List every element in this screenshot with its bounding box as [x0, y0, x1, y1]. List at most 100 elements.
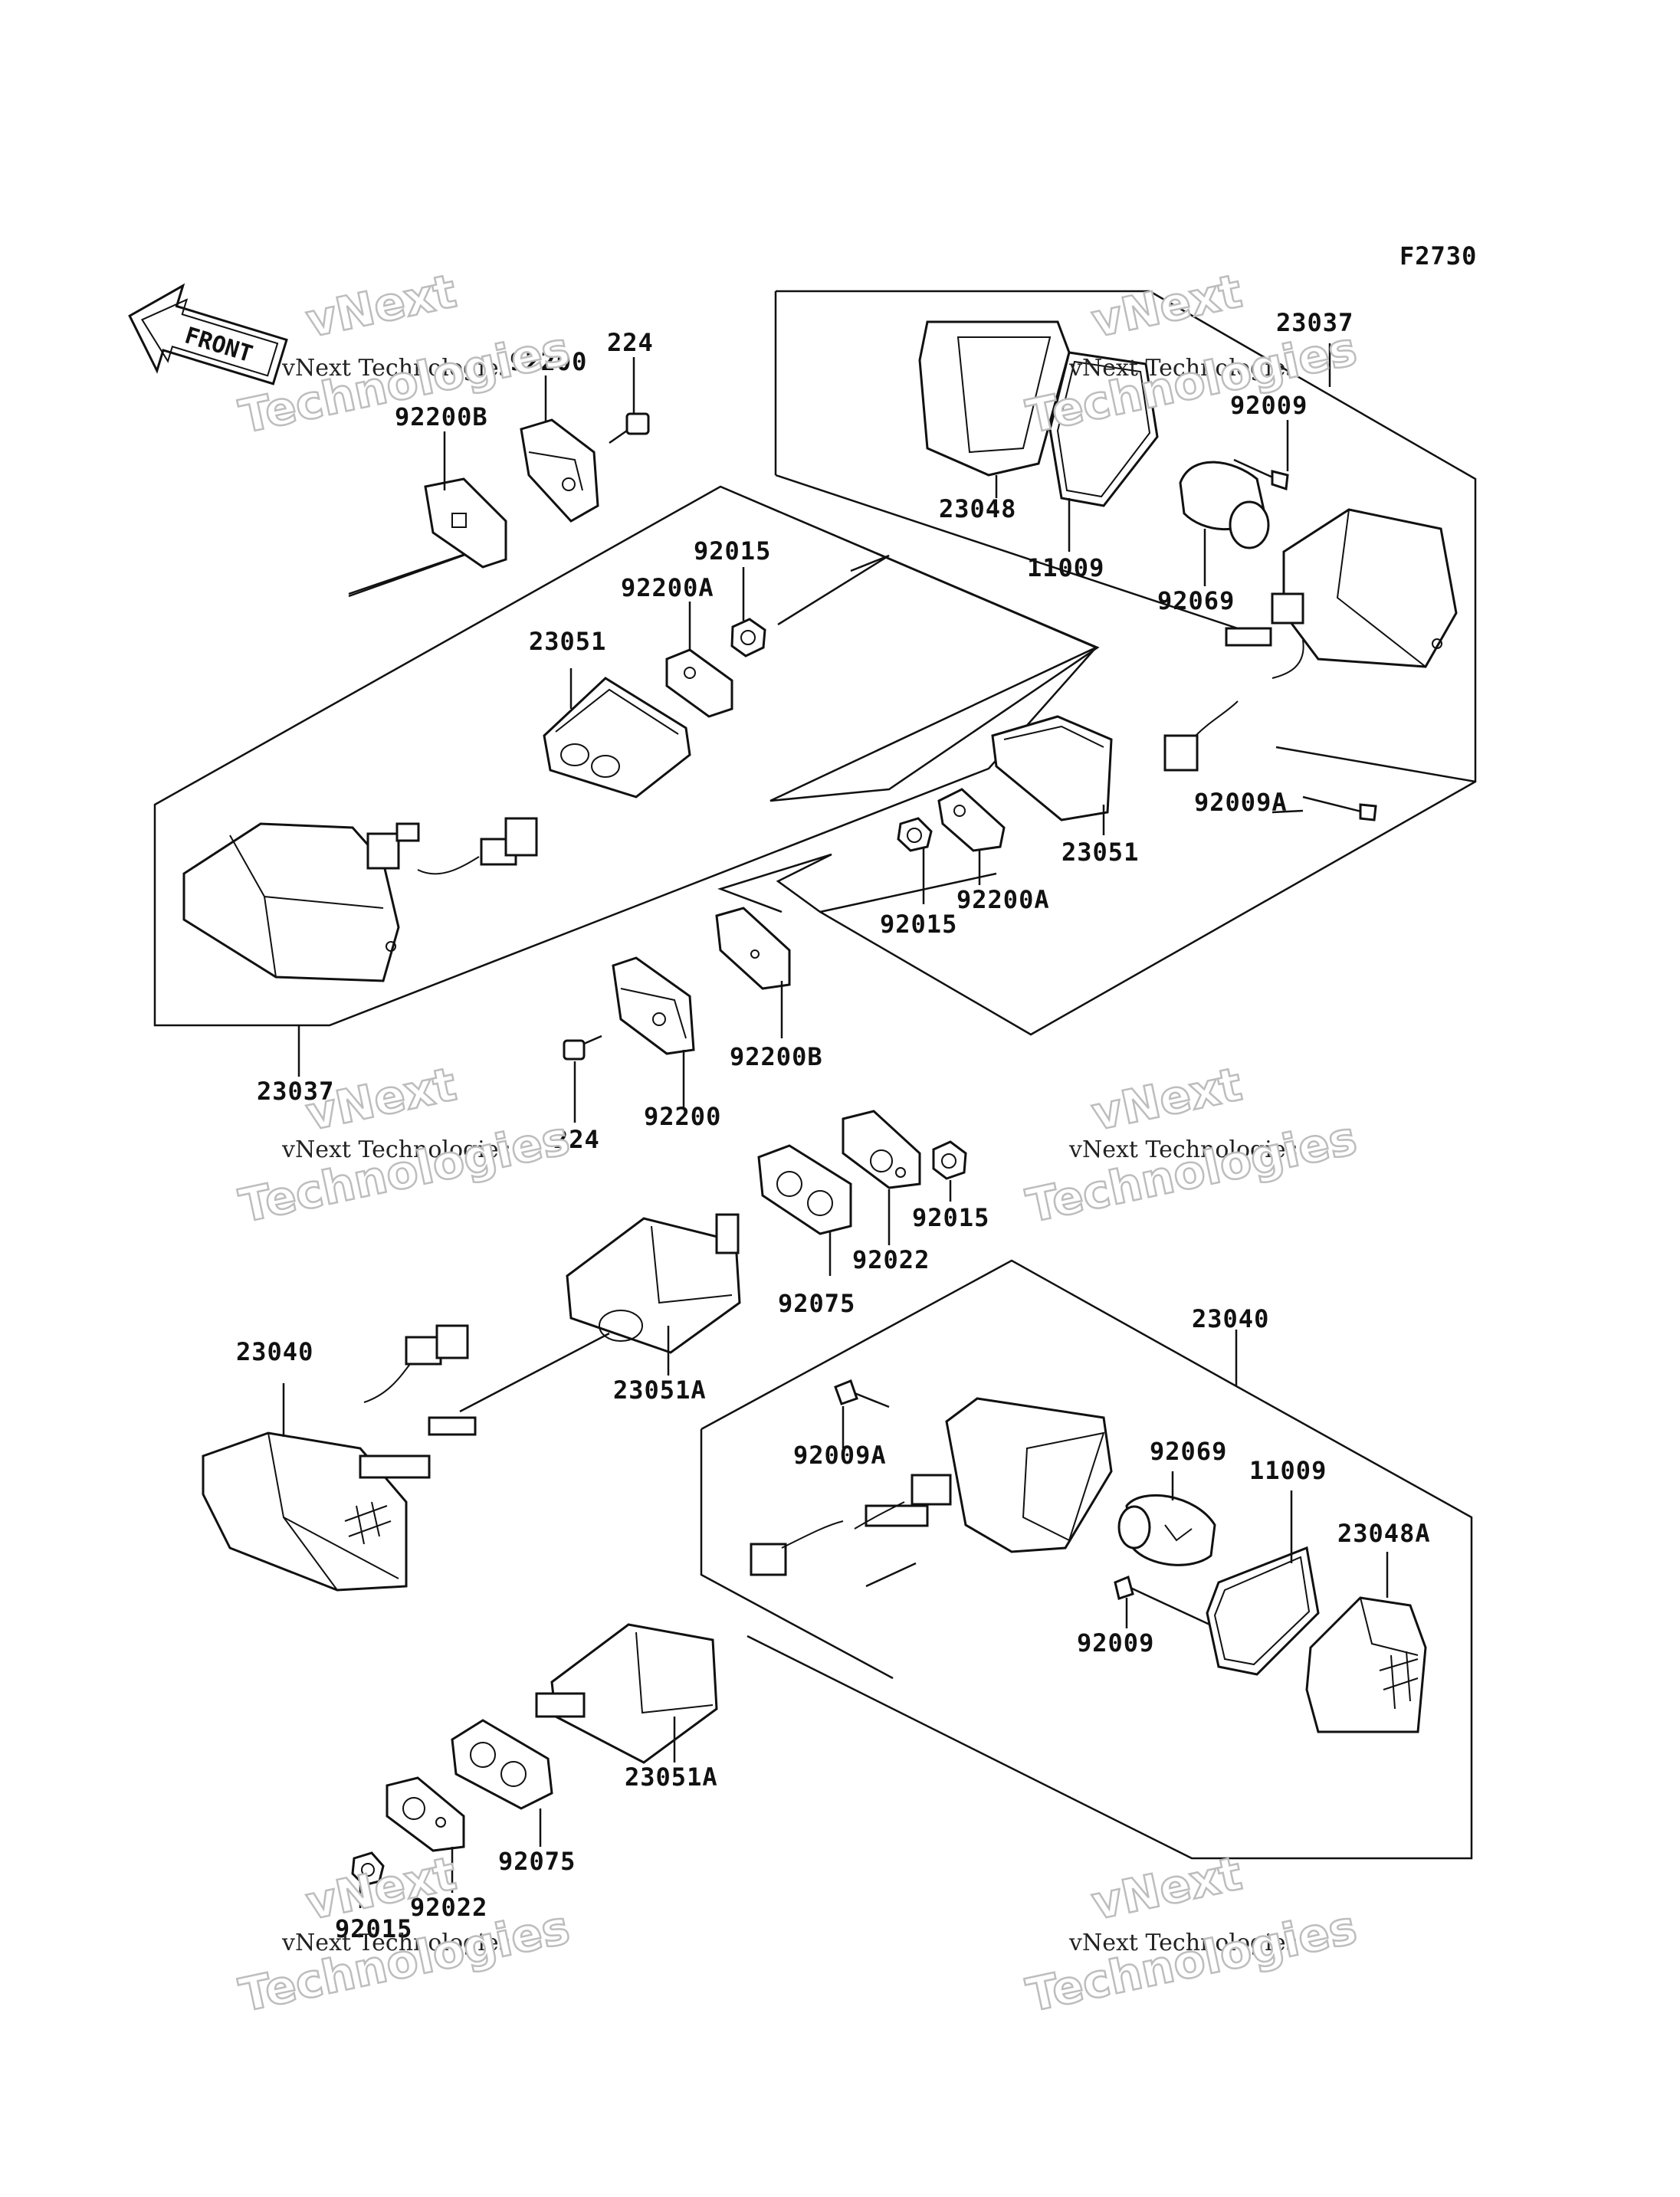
label-23051A-b: 23051A — [625, 1763, 718, 1792]
svg-text:vNext Technologies: vNext Technologies — [1068, 355, 1298, 382]
part-23040-left — [202, 1324, 610, 1592]
front-arrow-icon: FRONT — [128, 283, 288, 385]
part-92015-b — [897, 817, 933, 852]
label-92009-top: 92009 — [1230, 391, 1308, 420]
group-outline-23037-right — [717, 290, 1477, 1036]
label-23051-right: 23051 — [1061, 838, 1139, 867]
part-92200B-mid — [715, 907, 791, 990]
group-outline-23037-left — [153, 485, 1100, 1027]
part-11009-top — [1048, 351, 1159, 507]
label-11009-top: 11009 — [1027, 553, 1104, 582]
label-23051A-a: 23051A — [613, 1376, 707, 1405]
part-92075-b — [451, 1719, 553, 1810]
leader-lines — [282, 343, 1389, 1908]
part-connector-right — [1163, 700, 1239, 772]
outline-right-inner3 — [819, 872, 997, 913]
svg-text:vNext: vNext — [1088, 264, 1247, 349]
group-outline-23040-right — [701, 1259, 1473, 1860]
label-92200-mid: 92200 — [644, 1102, 721, 1131]
part-92200B-top — [424, 477, 507, 569]
label-23037-left: 23037 — [257, 1077, 334, 1106]
label-92009-b: 92009 — [1077, 1628, 1154, 1658]
part-23051-left — [543, 677, 691, 798]
part-23048 — [918, 320, 1071, 477]
part-92200-top — [520, 418, 599, 523]
outline-right-inner2 — [1275, 746, 1476, 783]
part-23037-right — [1225, 508, 1458, 679]
label-92069-top: 92069 — [1157, 586, 1235, 615]
watermark-mid-right: vNext vNext Technologies Technologies — [1021, 1057, 1362, 1235]
label-224-top: 224 — [607, 328, 654, 357]
label-23051-left: 23051 — [529, 627, 606, 656]
part-92069-top — [1179, 461, 1270, 549]
svg-text:vNext: vNext — [1088, 1058, 1247, 1142]
label-92200A-a: 92200A — [621, 573, 714, 602]
reflector-pattern-left — [344, 1501, 392, 1545]
svg-text:vNext: vNext — [1088, 1847, 1247, 1931]
svg-text:Technologies: Technologies — [1022, 1900, 1362, 2022]
guide-line-92015a — [777, 554, 890, 626]
part-23051A-b — [535, 1623, 718, 1764]
label-92075-b: 92075 — [498, 1847, 576, 1876]
group-outline-23040-right-2 — [700, 1429, 894, 1680]
label-224-mid: 224 — [553, 1125, 600, 1154]
part-92200A-a — [665, 648, 733, 718]
part-11009-b — [1206, 1546, 1320, 1676]
svg-text:vNext Technologies: vNext Technologies — [281, 1136, 510, 1163]
label-92015-b: 92015 — [880, 910, 957, 939]
part-labels: 224 92200 92200B 92015 92200A 23051 2303… — [236, 308, 1431, 1943]
part-23037-left — [182, 817, 538, 982]
label-92200A-b: 92200A — [956, 885, 1050, 914]
svg-text:vNext Technologies: vNext Technologies — [281, 1930, 510, 1956]
part-224-top — [609, 412, 650, 444]
svg-text:vNext: vNext — [302, 264, 461, 349]
label-92200B-top: 92200B — [395, 402, 488, 431]
label-92009A-b: 92009A — [793, 1441, 887, 1470]
part-92015-d — [351, 1851, 385, 1887]
part-92200-mid — [612, 956, 695, 1055]
part-23040-right — [750, 1397, 1113, 1588]
part-92022-b — [386, 1776, 465, 1852]
svg-text:vNext Technologies: vNext Technologies — [1068, 1136, 1298, 1163]
part-23048A — [1305, 1596, 1427, 1733]
label-92200-top: 92200 — [510, 347, 587, 376]
outline-right-inner — [775, 474, 1250, 634]
part-92075-a — [757, 1144, 852, 1235]
part-92069-b — [1117, 1494, 1216, 1566]
part-92015-c — [932, 1140, 967, 1180]
part-92009-top — [1233, 458, 1289, 491]
svg-text:vNext Technologies: vNext Technologies — [1068, 1930, 1298, 1956]
watermark-bottom-right: vNext vNext Technologies Technologies — [1021, 1846, 1362, 2024]
svg-text:Technologies: Technologies — [1022, 322, 1362, 444]
label-23048: 23048 — [939, 494, 1016, 523]
part-92009A-top — [1302, 795, 1377, 821]
reflector-pattern-right — [1379, 1651, 1419, 1710]
label-92075-a: 92075 — [778, 1289, 855, 1318]
part-23051-right — [991, 715, 1113, 821]
part-92015-a — [730, 618, 766, 657]
label-92022-a: 92022 — [852, 1245, 930, 1274]
label-92015-a: 92015 — [694, 536, 771, 566]
svg-text:vNext Technologies: vNext Technologies — [281, 355, 510, 382]
label-23040-right: 23040 — [1192, 1304, 1269, 1333]
label-23048A: 23048A — [1337, 1519, 1431, 1548]
part-92022-a — [842, 1110, 921, 1189]
label-92022-b: 92022 — [410, 1893, 487, 1922]
svg-text:Technologies: Technologies — [1022, 1111, 1362, 1233]
label-92200B-mid: 92200B — [730, 1042, 823, 1071]
label-92015-c: 92015 — [912, 1203, 989, 1232]
label-23037-right: 23037 — [1276, 308, 1354, 337]
part-92009A-b — [834, 1379, 890, 1408]
label-11009-b: 11009 — [1249, 1456, 1327, 1485]
label-92069-b: 92069 — [1150, 1437, 1227, 1466]
part-92200A-b — [937, 788, 1006, 852]
part-224-mid — [563, 1035, 602, 1061]
svg-text:Technologies: Technologies — [235, 1111, 575, 1233]
label-92015-d: 92015 — [335, 1914, 412, 1943]
figure-code: F2730 — [1399, 241, 1477, 271]
label-92009A-top: 92009A — [1194, 788, 1288, 817]
label-23040-left: 23040 — [236, 1337, 313, 1366]
svg-text:vNext: vNext — [302, 1058, 461, 1142]
part-23051A-a — [566, 1213, 741, 1354]
